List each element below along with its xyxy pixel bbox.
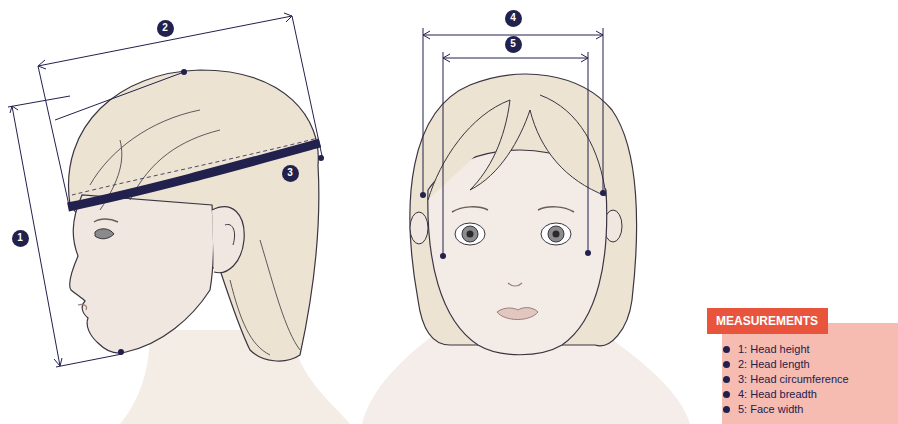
legend-text: 2: Head length	[738, 358, 810, 370]
legend-text: 5: Face width	[738, 403, 803, 415]
legend-item: 1: Head height	[723, 343, 810, 355]
legend-bullet	[723, 361, 730, 368]
legend-text: 3: Head circumference	[738, 373, 849, 385]
callout-number: 4	[505, 10, 522, 27]
legend-bullet	[723, 391, 730, 398]
legend-bullet	[723, 346, 730, 353]
legend-text: 4: Head breadth	[738, 388, 817, 400]
callout-number: 2	[157, 20, 174, 37]
legend-item: 3: Head circumference	[723, 373, 849, 385]
legend-item: 5: Face width	[723, 403, 803, 415]
legend-panel	[722, 323, 898, 424]
legend-item: 2: Head length	[723, 358, 810, 370]
legend-heading: MEASUREMENTS	[716, 314, 819, 328]
legend-item: 4: Head breadth	[723, 388, 817, 400]
callout-number: 1	[12, 230, 29, 247]
legend-text: 1: Head height	[738, 343, 810, 355]
legend-bullet	[723, 376, 730, 383]
front-view-child	[362, 28, 690, 424]
callout-number: 3	[282, 165, 299, 182]
legend-bullet	[723, 406, 730, 413]
side-view-child	[8, 13, 350, 424]
legend-heading-band: MEASUREMENTS	[707, 308, 828, 334]
callout-number: 5	[505, 36, 522, 53]
